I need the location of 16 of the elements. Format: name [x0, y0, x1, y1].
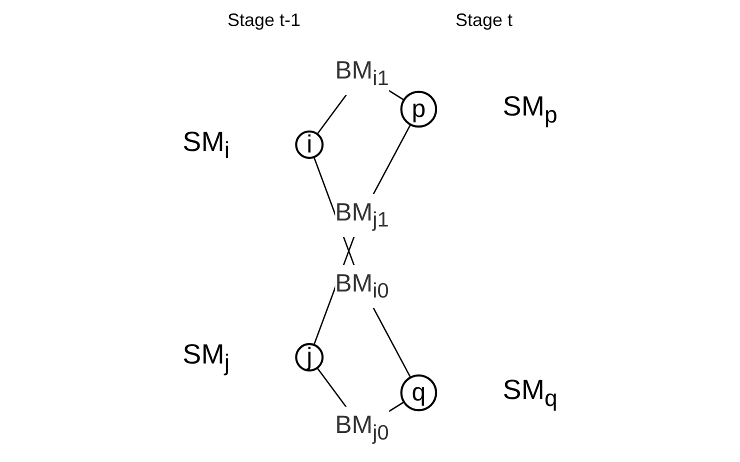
node-label: SM$_{j}$: [182, 340, 230, 376]
node-label: SM$_{p}$: [502, 92, 558, 128]
connector: [313, 156, 412, 378]
node-label: SM$_{i}$: [182, 127, 230, 164]
node-circle: q: [400, 374, 438, 412]
edge-label: BM$_{i0}$: [335, 269, 389, 304]
edge-label: BM$_{j1}$: [335, 198, 389, 232]
edge-label: BM$_{i1}$: [335, 56, 389, 90]
edge-label: BM$_{j0}$: [335, 410, 389, 446]
node-circle: i: [295, 130, 324, 159]
connector: [313, 124, 412, 346]
stage-heading: Stage t: [455, 10, 513, 32]
node-circle: j: [295, 343, 324, 372]
stage-heading: Stage t-1: [227, 10, 301, 32]
node-label: SM$_{q}$: [502, 375, 558, 412]
node-circle: p: [400, 90, 438, 128]
